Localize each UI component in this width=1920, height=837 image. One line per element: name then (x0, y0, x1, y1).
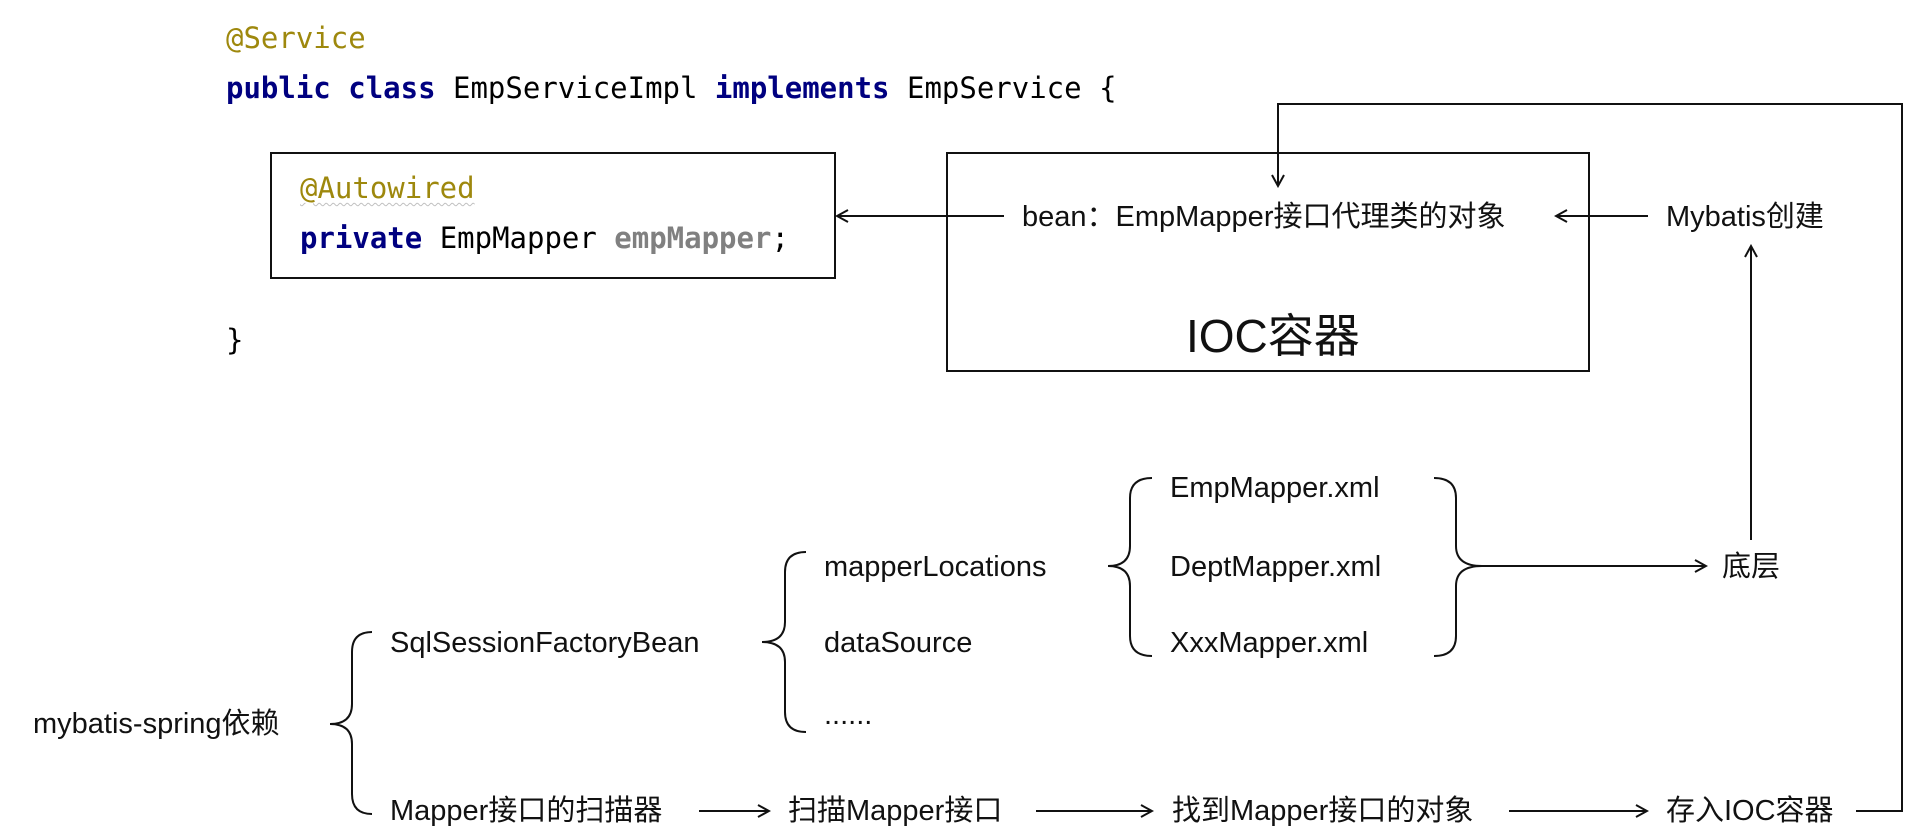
class-declaration: public class EmpServiceImpl implements E… (226, 74, 1117, 103)
underlying-label: 底层 (1722, 551, 1781, 583)
brace-sqlsession (761, 551, 807, 733)
prop-mapper-locations: mapperLocations (824, 551, 1047, 583)
autowired-text: @Autowired (300, 171, 475, 205)
brace-close: } (226, 323, 244, 357)
scanner-step-3: 找到Mapper接口的对象 (1172, 795, 1474, 827)
prop-ellipsis: ...... (824, 699, 873, 731)
field-declaration: private EmpMapper empMapper; (300, 224, 789, 253)
field-type: EmpMapper (439, 221, 597, 255)
scanner-step-1: Mapper接口的扫描器 (390, 795, 663, 827)
brace-root (329, 631, 373, 815)
mapper-file-dept: DeptMapper.xml (1170, 551, 1382, 583)
root-label: mybatis-spring依赖 (33, 708, 280, 740)
ioc-container-box (946, 152, 1590, 372)
mapper-file-emp: EmpMapper.xml (1170, 472, 1380, 504)
arrow-store-to-ioc (1278, 103, 1903, 812)
scanner-step-2: 扫描Mapper接口 (788, 795, 1003, 827)
brace-mapper-files-right (1433, 477, 1483, 657)
mybatis-create-label: Mybatis创建 (1666, 201, 1824, 233)
bean-label: bean：EmpMapper接口代理类的对象 (1022, 201, 1506, 233)
ioc-container-label: IOC容器 (1186, 310, 1360, 362)
mapper-file-xxx: XxxMapper.xml (1170, 627, 1369, 659)
prop-data-source: dataSource (824, 627, 973, 659)
keyword-private: private (300, 221, 423, 255)
semicolon: ; (771, 221, 789, 255)
class-name: EmpServiceImpl (453, 71, 698, 105)
keyword-public: public (226, 71, 331, 105)
scanner-step-4: 存入IOC容器 (1666, 795, 1834, 827)
brace-open: { (1099, 71, 1117, 105)
field-name: empMapper (614, 221, 772, 255)
interface-name: EmpService (907, 71, 1082, 105)
brace-mapper-files-left (1107, 477, 1153, 657)
keyword-implements: implements (714, 71, 890, 105)
sqlsession-label: SqlSessionFactoryBean (390, 627, 700, 659)
keyword-class: class (348, 71, 436, 105)
service-annotation: @Service (226, 21, 366, 55)
autowired-annotation: @Autowired (300, 174, 475, 203)
